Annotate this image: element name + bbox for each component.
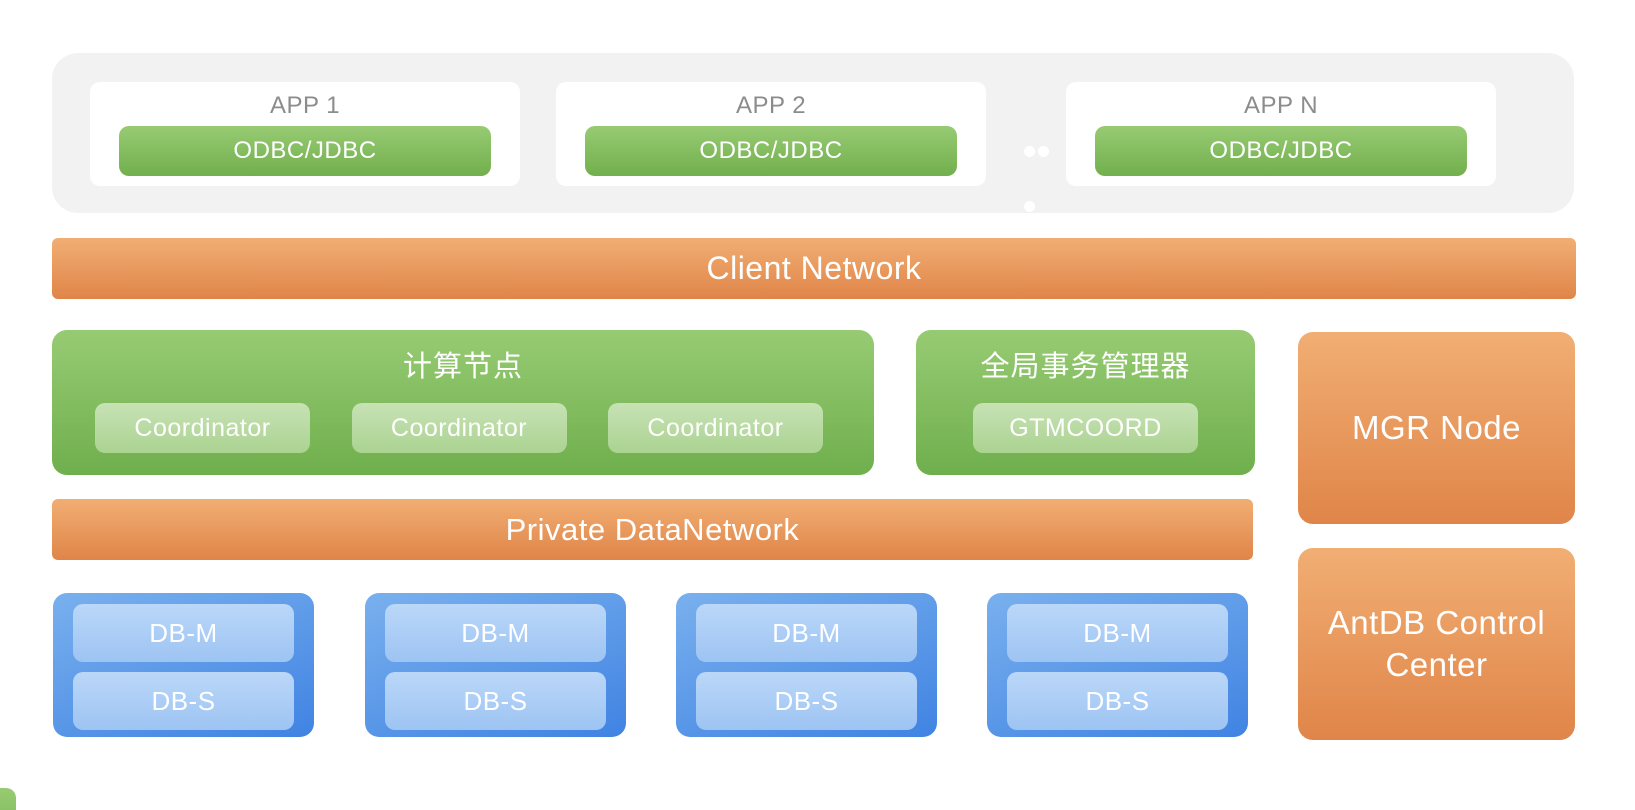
ellipsis-dot — [1038, 146, 1049, 157]
mgr-node-box: MGR Node — [1298, 332, 1575, 524]
odbc-jdbc-connector: ODBC/JDBC — [585, 126, 957, 176]
db-master-node: DB-M — [385, 604, 606, 662]
app-card: APP N ODBC/JDBC — [1066, 82, 1496, 186]
db-standby-node: DB-S — [385, 672, 606, 730]
db-standby-node: DB-S — [696, 672, 917, 730]
coordinator-row: Coordinator Coordinator Coordinator — [95, 403, 823, 453]
db-master-node: DB-M — [696, 604, 917, 662]
db-standby-node: DB-S — [1007, 672, 1228, 730]
odbc-jdbc-connector: ODBC/JDBC — [1095, 126, 1467, 176]
app-name: APP N — [1243, 92, 1319, 119]
client-network-bus: Client Network — [52, 238, 1576, 299]
coordinator-node: Coordinator — [95, 403, 310, 453]
odbc-jdbc-connector: ODBC/JDBC — [119, 126, 491, 176]
data-node-group: DB-M DB-S — [53, 593, 314, 737]
data-node-group: DB-M DB-S — [365, 593, 626, 737]
cropped-green-shape — [0, 788, 16, 810]
antdb-control-center-box: AntDB Control Center — [1298, 548, 1575, 740]
app-card: APP 1 ODBC/JDBC — [90, 82, 520, 186]
gtm-title: 全局事务管理器 — [980, 351, 1191, 383]
db-master-node: DB-M — [73, 604, 294, 662]
data-node-group: DB-M DB-S — [676, 593, 937, 737]
db-standby-node: DB-S — [73, 672, 294, 730]
compute-nodes-box: 计算节点 Coordinator Coordinator Coordinator — [52, 330, 874, 475]
gtmcoord-node: GTMCOORD — [973, 403, 1198, 453]
app-card: APP 2 ODBC/JDBC — [556, 82, 986, 186]
db-master-node: DB-M — [1007, 604, 1228, 662]
gtm-box: 全局事务管理器 GTMCOORD — [916, 330, 1255, 475]
ellipsis-dot — [1024, 201, 1035, 212]
app-layer-panel: APP 1 ODBC/JDBC APP 2 ODBC/JDBC APP N OD… — [52, 53, 1574, 213]
coordinator-node: Coordinator — [351, 403, 567, 453]
compute-nodes-title: 计算节点 — [402, 351, 523, 383]
app-name: APP 1 — [269, 92, 341, 119]
private-data-network-bus: Private DataNetwork — [52, 499, 1253, 560]
gtmcoord-row: GTMCOORD — [916, 403, 1255, 453]
ellipsis-dot — [1024, 146, 1035, 157]
app-name: APP 2 — [735, 92, 807, 119]
data-node-group: DB-M DB-S — [987, 593, 1248, 737]
coordinator-node: Coordinator — [608, 403, 823, 453]
